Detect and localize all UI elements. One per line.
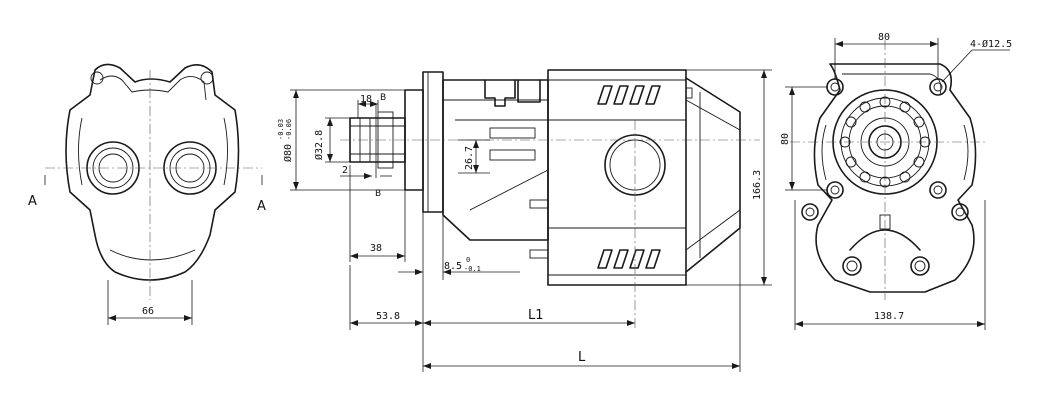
dim-shaft-2: 2: [342, 165, 348, 176]
dim-pilot-tol-lower: -0.06: [285, 119, 293, 140]
dim-pilot-dia: Ø80: [282, 144, 294, 162]
section-b-bottom-label: B: [375, 189, 381, 199]
dim-shaft-dia: Ø32.8: [313, 130, 325, 160]
dim-shaft-len: 53.8: [376, 311, 400, 322]
dim-pilot-38: 38: [370, 243, 382, 254]
dim-rear-width: 138.7: [874, 311, 904, 322]
section-a-right-label: A: [257, 199, 266, 214]
dim-front-width: 66: [142, 306, 154, 317]
dim-pilot-tol-upper: -0.03: [277, 119, 285, 140]
dim-port-offset: 26.7: [464, 146, 475, 170]
rear-flange-view: 80 80 4-Ø12.5 138.7: [780, 32, 1012, 330]
dim-shaft-18: 18: [360, 94, 372, 105]
dim-length-l1: L1: [528, 308, 544, 323]
cooling-slots-bottom: [597, 249, 661, 269]
front-port-view: A A 66: [28, 63, 266, 325]
cooling-slots-top: [597, 85, 661, 105]
dim-bolt-spacing-h: 80: [878, 32, 890, 43]
dim-length-l: L: [578, 350, 586, 365]
dim-flange-tol-lower: -0.1: [464, 265, 481, 273]
section-b-top-label: B: [380, 93, 386, 103]
dim-flange-thk: 8.5: [444, 261, 462, 272]
dim-height: 166.3: [752, 170, 763, 200]
side-view: 18 B B Ø32.8 Ø80 -0.03 -0.06 2 26.7 38: [277, 69, 772, 372]
section-a-left-label: A: [28, 194, 37, 209]
dim-bolt-holes: 4-Ø12.5: [970, 38, 1012, 50]
dim-bolt-spacing-v: 80: [780, 133, 791, 145]
dim-flange-tol-upper: 0: [466, 256, 470, 264]
